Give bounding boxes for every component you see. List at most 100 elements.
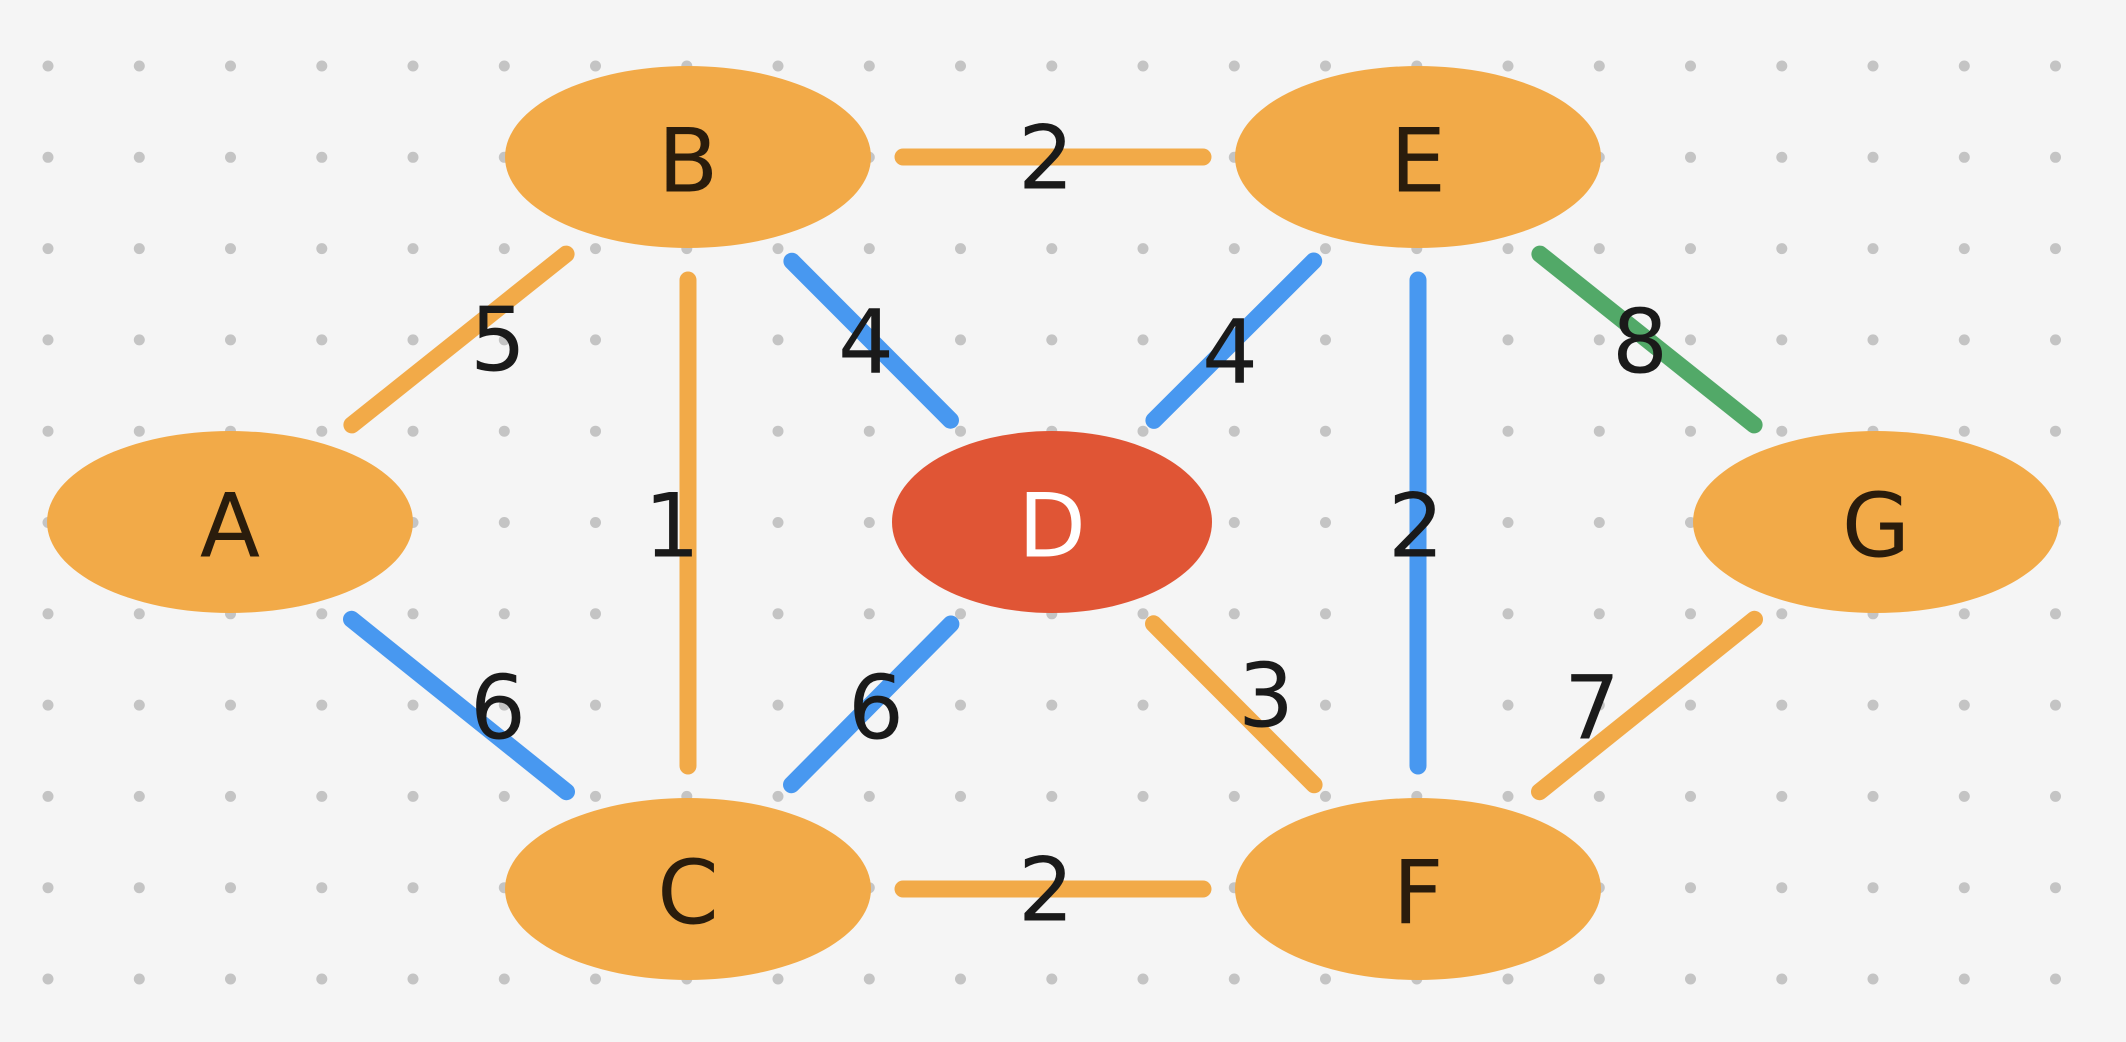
- grid-dot: [772, 425, 784, 437]
- grid-dot: [42, 699, 54, 711]
- grid-dot: [1685, 882, 1696, 894]
- grid-dot: [42, 151, 54, 163]
- node-d-shape: [892, 431, 1212, 613]
- grid-dot: [1228, 608, 1240, 620]
- edges: [343, 148, 1763, 898]
- grid-dot: [1958, 60, 1970, 72]
- grid-dot: [42, 60, 54, 72]
- edge-c-d: [783, 615, 960, 794]
- edge-weight-a-c: 6: [470, 657, 526, 760]
- grid-dot: [1137, 699, 1149, 711]
- edge-weight-e-f: 2: [1388, 475, 1444, 578]
- grid-dot: [1502, 425, 1514, 437]
- grid-dot: [316, 243, 328, 255]
- edge-weight-a-b: 5: [470, 289, 526, 392]
- grid-dot: [316, 699, 328, 711]
- grid-dot: [225, 973, 236, 985]
- grid-dot: [1502, 608, 1514, 620]
- edge-weight-b-d: 4: [838, 291, 894, 394]
- grid-dot: [1867, 882, 1879, 894]
- grid-dot: [407, 151, 419, 163]
- grid-dot: [1593, 699, 1605, 711]
- grid-dot: [1502, 790, 1514, 802]
- edge-weight-d-e: 4: [1202, 301, 1258, 404]
- grid-dot: [1046, 973, 1058, 985]
- grid-dot: [1867, 790, 1879, 802]
- grid-dot: [1958, 608, 1970, 620]
- grid-dot: [498, 699, 510, 711]
- grid-dot: [1867, 151, 1879, 163]
- grid-dot: [772, 517, 784, 528]
- node-a: A: [47, 431, 413, 613]
- grid-dot: [1593, 60, 1605, 72]
- grid-dot: [2050, 60, 2061, 72]
- grid-dot: [225, 60, 236, 72]
- grid-dot: [1958, 882, 1970, 894]
- grid-dot: [1137, 334, 1149, 346]
- grid-dot: [590, 699, 601, 711]
- grid-dot: [1137, 608, 1149, 620]
- grid-dot: [498, 425, 510, 437]
- grid-dot: [1320, 243, 1331, 255]
- grid-dot: [1685, 334, 1696, 346]
- grid-dot: [1320, 334, 1331, 346]
- node-g-label: G: [1842, 475, 1910, 578]
- grid-dot: [1320, 425, 1331, 437]
- grid-dot: [1867, 699, 1879, 711]
- grid-dot: [1776, 882, 1788, 894]
- grid-dot: [955, 60, 966, 72]
- grid-dot: [1502, 699, 1514, 711]
- grid-dot: [955, 608, 966, 620]
- grid-dot: [225, 243, 236, 255]
- grid-dot: [2050, 699, 2061, 711]
- grid-dot: [133, 334, 145, 346]
- grid-dot: [42, 882, 54, 894]
- grid-dot: [590, 973, 601, 985]
- grid-dot: [863, 790, 875, 802]
- grid-dot: [590, 517, 601, 528]
- grid-dot: [772, 699, 784, 711]
- grid-dot: [498, 60, 510, 72]
- grid-dot: [133, 243, 145, 255]
- node-c-label: C: [657, 842, 718, 945]
- grid-dot: [1593, 973, 1605, 985]
- grid-dot: [1685, 608, 1696, 620]
- grid-dot: [1685, 60, 1696, 72]
- grid-dot: [772, 243, 784, 255]
- grid-dot: [863, 608, 875, 620]
- grid-dot: [407, 973, 419, 985]
- grid-dot: [133, 608, 145, 620]
- grid-dot: [1593, 790, 1605, 802]
- grid-dot: [2050, 243, 2061, 255]
- grid-dot: [42, 334, 54, 346]
- grid-dot: [42, 243, 54, 255]
- node-g: G: [1693, 431, 2059, 613]
- grid-dot: [1502, 517, 1514, 528]
- grid-dot: [498, 334, 510, 346]
- grid-dot: [498, 243, 510, 255]
- grid-dot: [1776, 699, 1788, 711]
- grid-dot: [863, 243, 875, 255]
- node-a-shape: [47, 431, 413, 613]
- node-f-label: F: [1393, 842, 1444, 945]
- edge-a-c: [343, 610, 575, 801]
- grid-dot: [133, 151, 145, 163]
- grid-dot: [590, 790, 601, 802]
- grid-dot: [316, 973, 328, 985]
- grid-dot: [316, 151, 328, 163]
- grid-dot: [1046, 790, 1058, 802]
- grid-dot: [498, 517, 510, 528]
- grid-dot: [1320, 790, 1331, 802]
- grid-dot: [42, 973, 54, 985]
- grid-dot: [133, 699, 145, 711]
- grid-dot: [590, 334, 601, 346]
- grid-dot: [1137, 425, 1149, 437]
- grid-dot: [1320, 60, 1331, 72]
- grid-dot: [1502, 243, 1514, 255]
- grid-dot: [1958, 151, 1970, 163]
- node-f: F: [1235, 798, 1601, 980]
- grid-dot: [133, 973, 145, 985]
- grid-dot: [2050, 882, 2061, 894]
